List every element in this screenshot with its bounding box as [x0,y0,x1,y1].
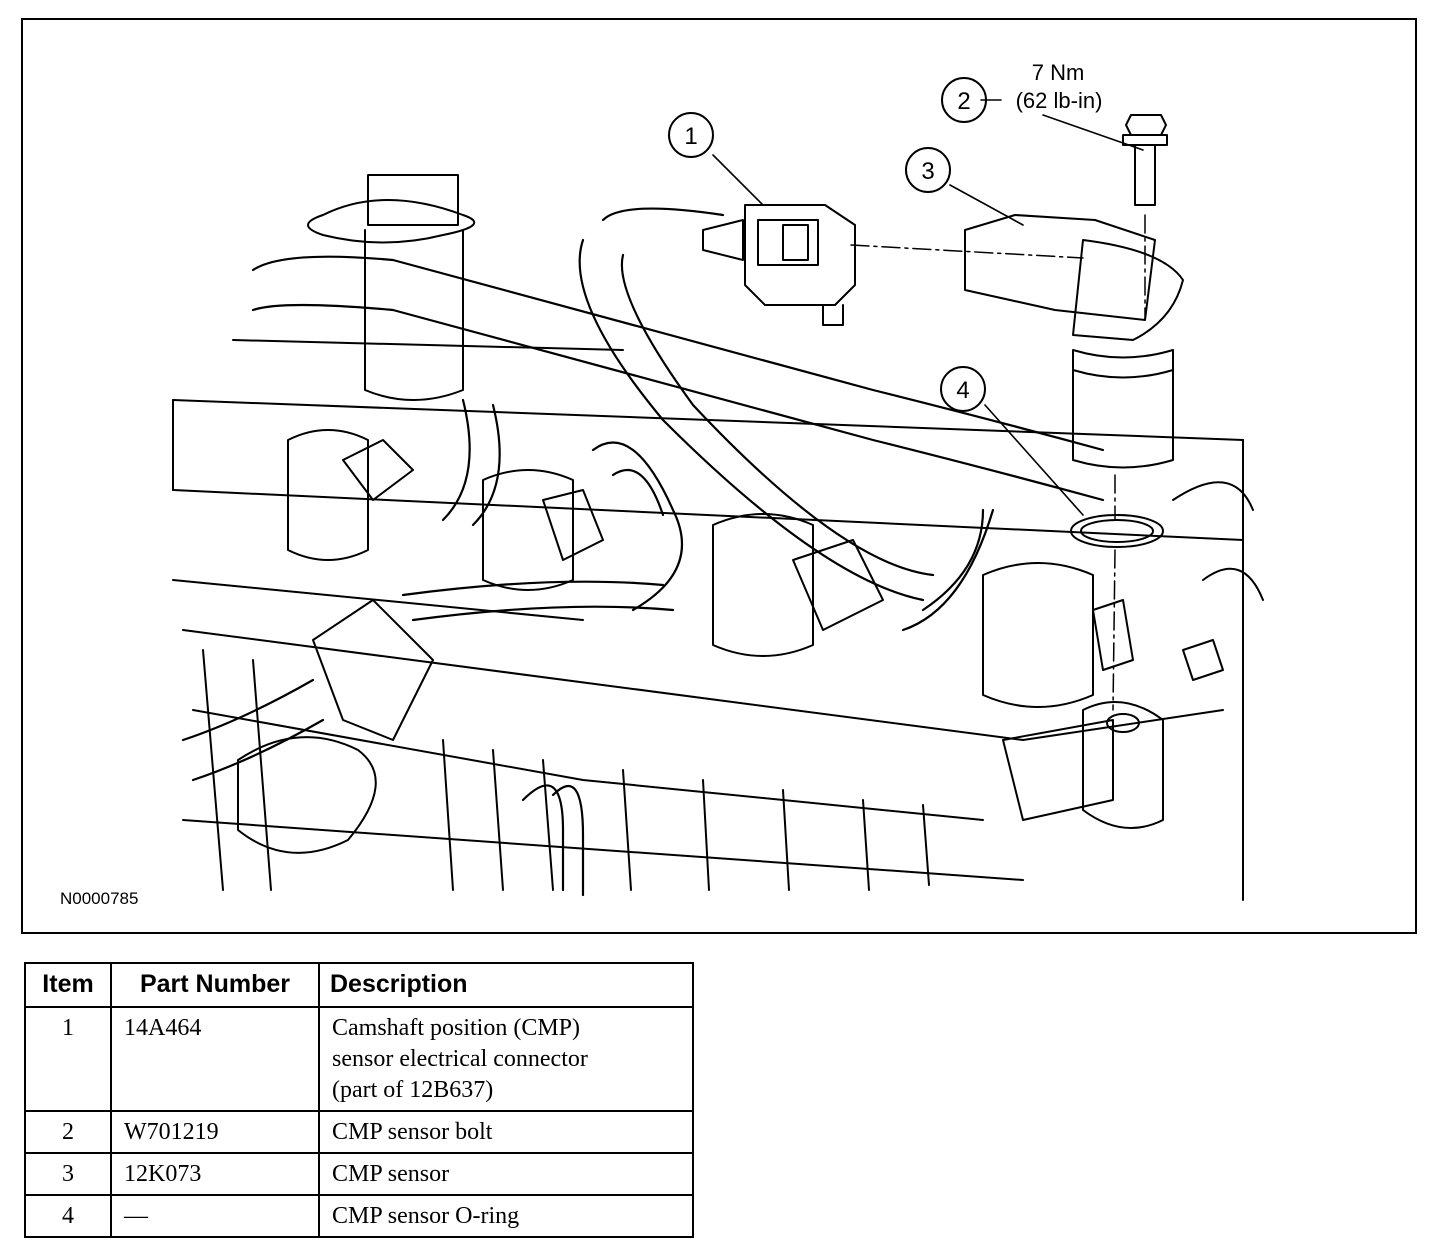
description-cell: CMP sensor [318,1152,694,1196]
figure-id: N0000785 [60,889,138,908]
item-cell: 1 [24,1006,112,1112]
description-cell: CMP sensor O-ring [318,1194,694,1238]
callout-leaders [712,99,1144,516]
callout-4-label: 4 [956,377,969,404]
table-row: 4 — CMP sensor O-ring [24,1194,694,1238]
parts-table: Item Part Number Description 1 14A464 Ca… [24,962,694,1238]
part-number-cell: 14A464 [110,1006,320,1112]
part-number-cell: — [110,1194,320,1238]
description-line: CMP sensor [332,1161,450,1187]
table-row: 3 12K073 CMP sensor [24,1152,694,1196]
torque-imperial: (62 lb-in) [1016,88,1103,113]
callout-4: 4 [940,366,986,412]
header-description: Description [318,962,694,1008]
description-cell: CMP sensor bolt [318,1110,694,1154]
wiring-harness [181,207,1105,897]
description-line: sensor electrical connector [332,1046,588,1072]
cmp-sensor-bolt [1122,114,1168,206]
callout-3: 3 [905,147,951,193]
callout-2: 2 [941,77,987,123]
diagram-frame: 1 2 3 4 7 Nm (62 lb-in) N0000785 [21,18,1417,934]
description-cell: Camshaft position (CMP) sensor electrica… [318,1006,694,1112]
header-part-number: Part Number [110,962,320,1008]
ignition-coils [287,429,1094,708]
header-item: Item [24,962,112,1008]
harness-connectors [237,439,1224,854]
part-number-cell: W701219 [110,1110,320,1154]
table-row: 1 14A464 Camshaft position (CMP) sensor … [24,1006,694,1112]
engine-diagram: 1 2 3 4 7 Nm (62 lb-in) N0000785 [60,60,1264,908]
assembly-centerlines [850,214,1146,711]
description-line: Camshaft position (CMP) [332,1015,581,1041]
oil-filler-neck [307,174,476,401]
table-header-row: Item Part Number Description [24,962,694,1008]
cmp-sensor-connector [702,204,856,326]
description-line: CMP sensor bolt [332,1119,493,1145]
callout-3-label: 3 [921,158,934,185]
callout-1-label: 1 [684,123,697,150]
sensor-mounting-boss [1082,701,1164,829]
callout-2-label: 2 [957,88,970,115]
description-line: (part of 12B637) [332,1077,494,1103]
cmp-sensor-o-ring [1070,514,1164,548]
item-cell: 4 [24,1194,112,1238]
callout-1: 1 [668,112,714,158]
description-line: CMP sensor O-ring [332,1203,520,1229]
item-cell: 3 [24,1152,112,1196]
item-cell: 2 [24,1110,112,1154]
part-number-cell: 12K073 [110,1152,320,1196]
engine-cover [172,339,1264,901]
torque-metric: 7 Nm [1032,60,1085,85]
cmp-sensor [964,214,1184,469]
table-row: 2 W701219 CMP sensor bolt [24,1110,694,1154]
